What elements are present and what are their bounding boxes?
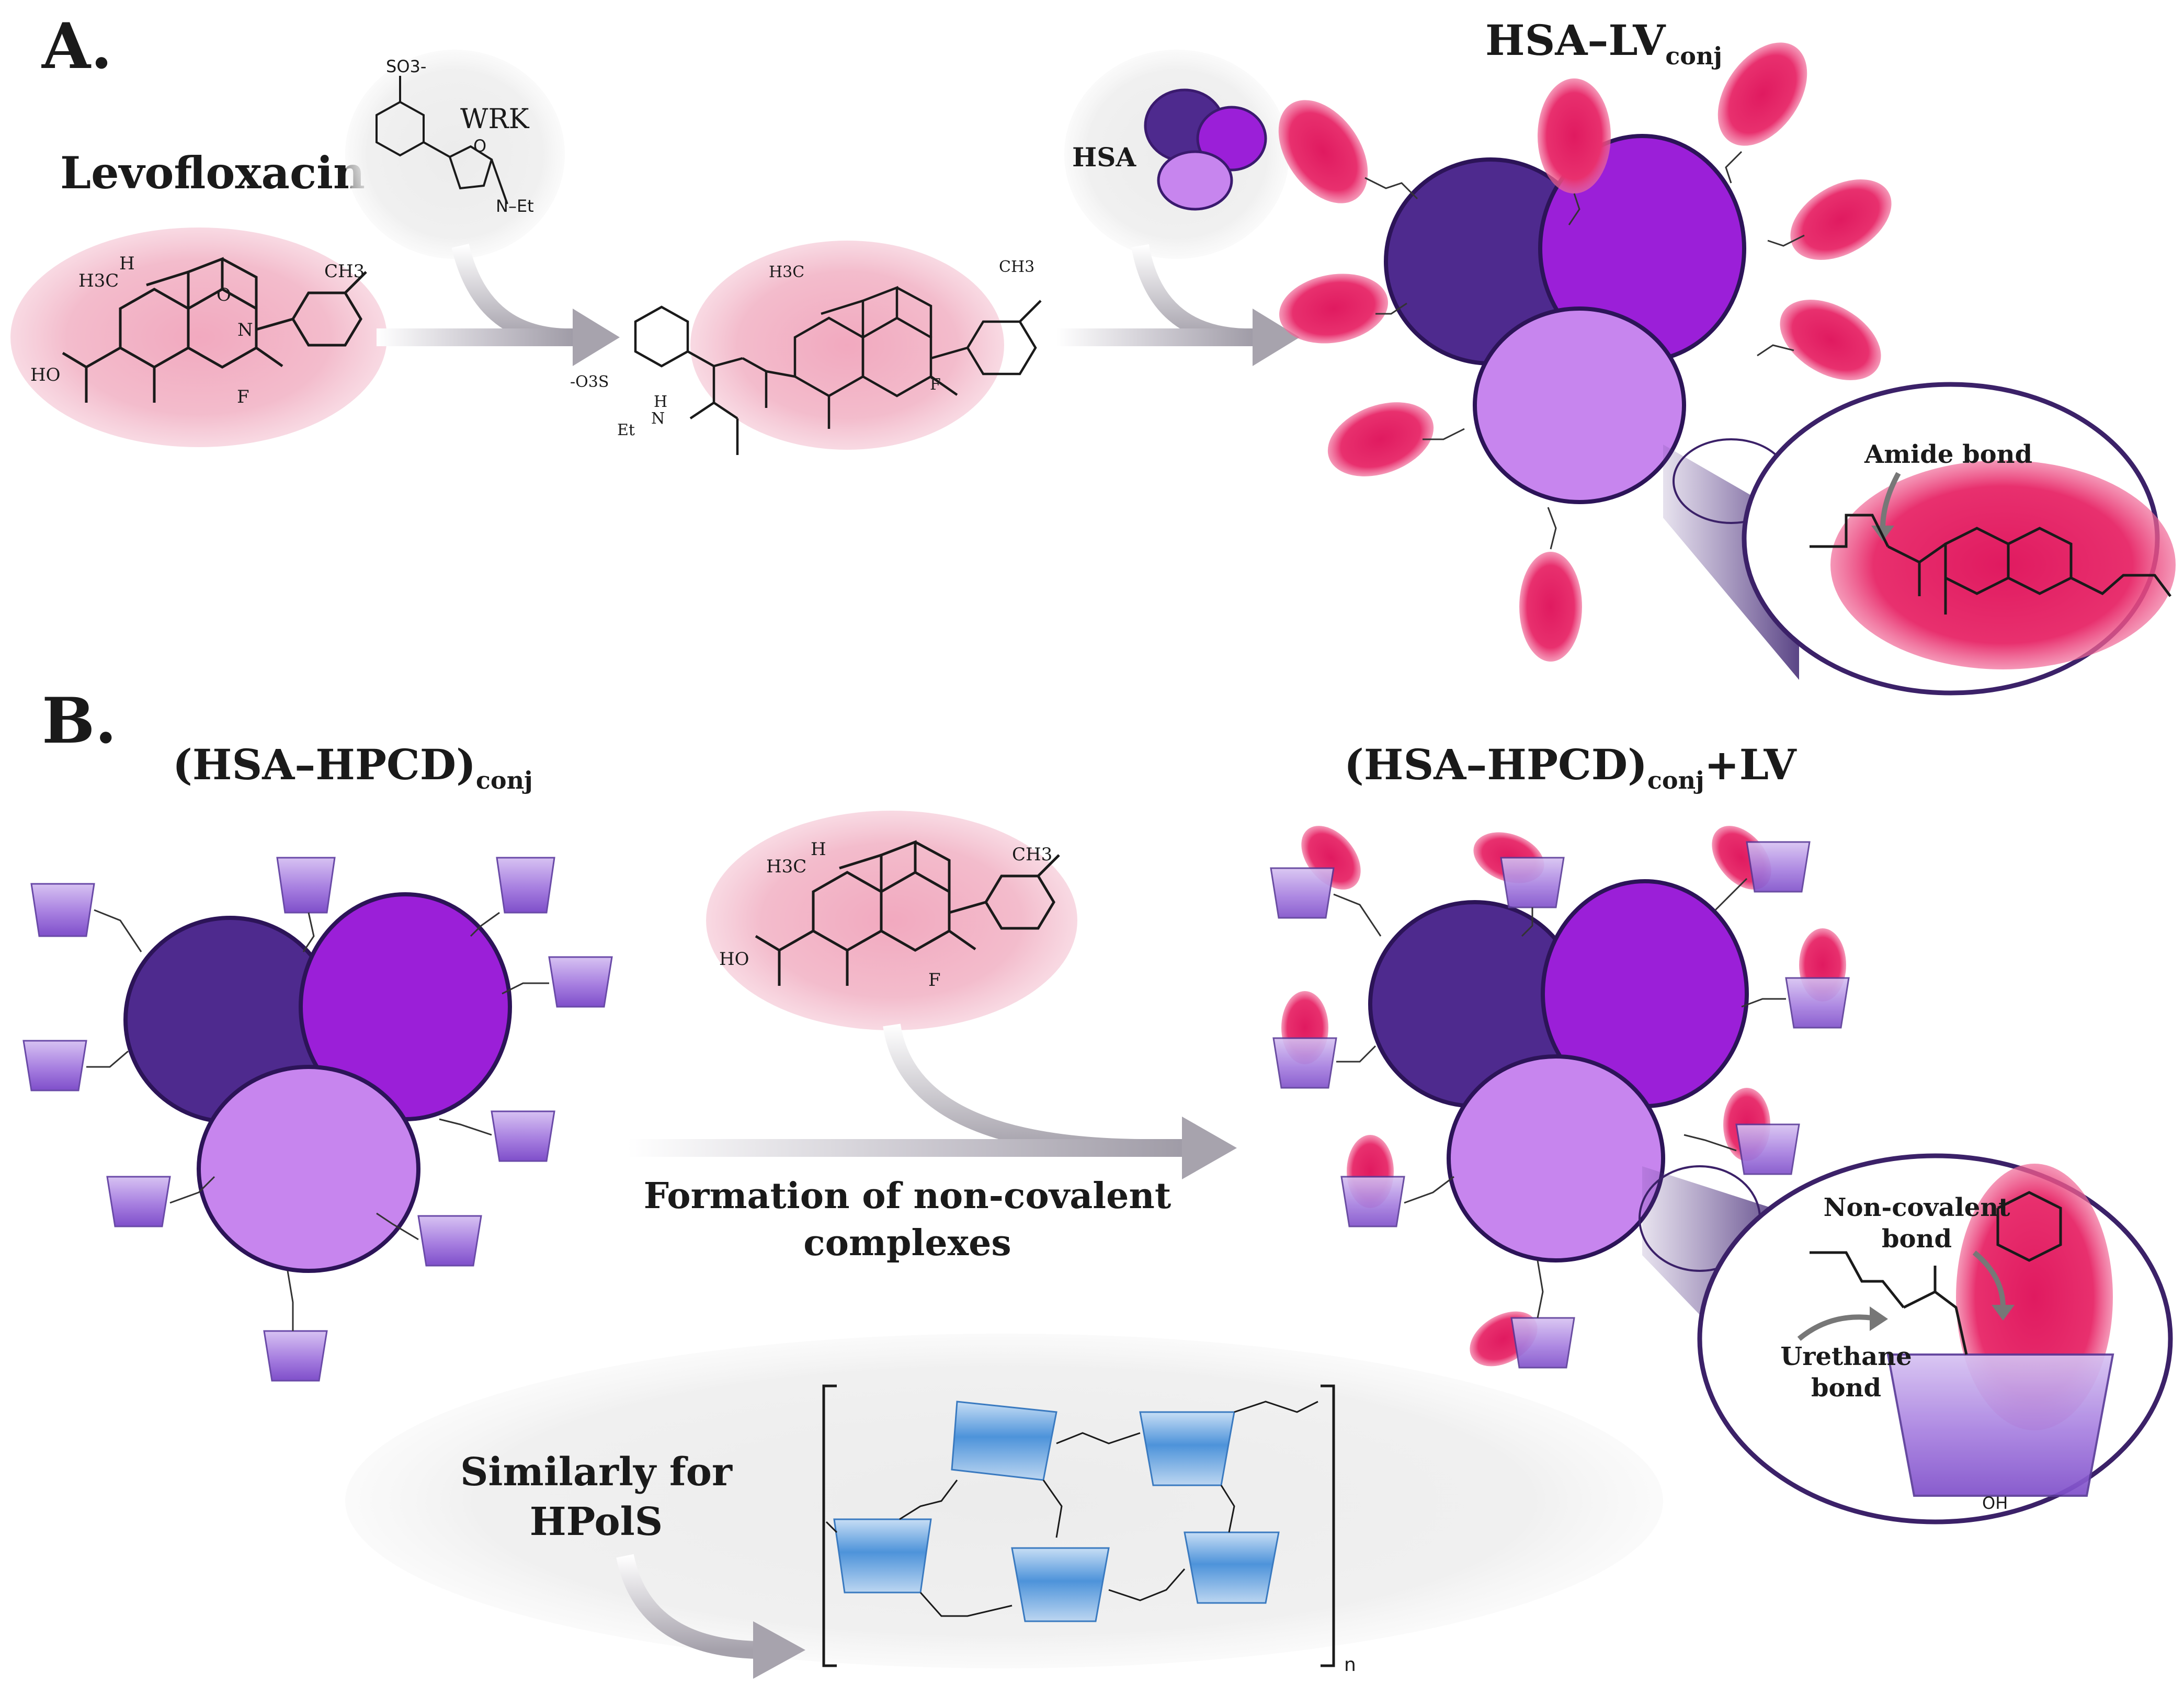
noncovalent-label-line1: Non-covalent <box>1824 1193 2010 1222</box>
intermediate-h: H <box>654 393 667 411</box>
lv-free-f: F <box>928 970 941 991</box>
atom-f: F <box>237 386 249 407</box>
wrk-curve-arrow <box>451 244 565 346</box>
hsa-hpcd-title-main: (HSA–HPCD) <box>173 740 476 789</box>
hsa-lv-linkers <box>1364 151 1805 550</box>
intermediate-structure <box>634 286 1042 455</box>
atom-h3c: H3C <box>78 270 119 291</box>
intermediate-h3c: H3C <box>769 263 804 281</box>
hpols-arrow-head <box>753 1621 805 1679</box>
hsa-lv-protein <box>1384 134 1746 504</box>
hsa-hpcd-title: (HSA–HPCD)conj <box>173 740 533 794</box>
hsa-hpcd-linkers <box>86 909 549 1331</box>
lv-curve-arrow <box>883 1023 1141 1157</box>
amide-bond-label: Amide bond <box>1864 440 2032 469</box>
arrow-caption-line1: Formation of non-covalent <box>644 1175 1171 1217</box>
hsa-hpcd-lv-title-sub: conj <box>1647 766 1704 794</box>
arrow-1-shaft <box>377 328 575 346</box>
levofloxacin-title: Levofloxacin <box>60 147 365 199</box>
intermediate-n: N <box>651 409 665 428</box>
noncovalent-label-line2: bond <box>1882 1224 1952 1254</box>
amide-zoom-structure <box>1810 514 2171 615</box>
urethane-label-line1: Urethane <box>1780 1342 1912 1371</box>
wrk-so3: SO3- <box>386 56 426 76</box>
wrk-o: O <box>473 136 486 156</box>
urethane-pointer <box>1797 1314 1873 1341</box>
lv-free-ho: HO <box>719 949 749 970</box>
hpols-linkers <box>825 1401 1318 1617</box>
intermediate-et: Et <box>617 421 635 439</box>
hsa-hpcd-lv-protein <box>1368 879 1749 1262</box>
urethane-label-line2: bond <box>1811 1373 1881 1403</box>
urethane-pointer-head <box>1870 1306 1888 1331</box>
noncovalent-zoom-cd <box>1886 1353 2114 1497</box>
lv-free-h3c: H3C <box>766 856 806 877</box>
arrow-caption-line2: complexes <box>803 1222 1011 1264</box>
noncovalent-pointer <box>1972 1250 2006 1308</box>
atom-ho: HO <box>30 365 61 385</box>
lv-free-structure <box>755 840 1060 986</box>
amide-zoom-drug-halo <box>1830 460 2176 669</box>
atom-n: N <box>237 320 253 340</box>
wrk-label: WRK <box>460 104 530 135</box>
atom-ch3: CH3 <box>324 261 365 282</box>
similarly-line2: HPolS <box>530 1499 663 1544</box>
noncovalent-pointer-head <box>1992 1305 2015 1321</box>
levofloxacin-atoms: H3C H O N CH3 HO F <box>30 253 365 407</box>
hsa-hpcd-title-sub: conj <box>476 766 533 794</box>
hsa-curve-arrow <box>1131 244 1245 346</box>
lv-free-halo <box>706 811 1077 1030</box>
panel-b-label: B. <box>42 684 117 758</box>
hsa-hpcd-lv-title-main: (HSA–HPCD) <box>1344 740 1647 789</box>
intermediate-so3: -O3S <box>570 373 609 391</box>
hsa-hpcd-protein <box>123 892 512 1273</box>
hsa-lv-title: HSA–LVconj <box>1485 16 1722 70</box>
levofloxacin-structure <box>62 257 367 403</box>
hpols-bracket <box>822 1384 1335 1667</box>
hsa-lv-title-sub: conj <box>1665 42 1722 70</box>
arrow-2-head <box>1253 309 1300 366</box>
hsa-hpcd-lv-title-suffix: +LV <box>1704 740 1798 789</box>
lv-free-ch3: CH3 <box>1012 844 1052 865</box>
lv-free-h: H <box>811 839 826 860</box>
hsa-hpcd-cyclodextrins <box>22 857 613 1382</box>
intermediate-halo <box>690 241 1004 450</box>
intermediate-atoms: -O3S Et N H H3C CH3 F <box>570 258 1034 439</box>
hpols-cyclodextrins <box>833 1401 1280 1622</box>
atom-h: H <box>119 253 135 274</box>
wrk-structure <box>376 76 508 204</box>
arrow-1-head <box>573 309 620 366</box>
intermediate-f: F <box>930 376 941 394</box>
panel-a-label: A. <box>41 9 112 83</box>
wrk-net: N–Et <box>496 196 534 216</box>
hsa-bubble-label: HSA <box>1072 142 1136 173</box>
hsa-hpcd-lv-cyclodextrins <box>1270 841 1850 1369</box>
atom-o: O <box>217 285 231 305</box>
lv-free-atoms: H3C H CH3 HO F <box>719 839 1052 991</box>
hpols-curve-arrow <box>616 1554 759 1659</box>
amide-bond-pointer <box>1880 472 1901 529</box>
intermediate-ch3: CH3 <box>999 258 1034 276</box>
noncovalent-zoom-structure <box>1810 1191 2062 1355</box>
levofloxacin-halo <box>10 227 387 447</box>
hsa-lv-title-main: HSA–LV <box>1485 16 1666 65</box>
hpols-bracket-n: n <box>1344 1654 1356 1676</box>
arrow-3-shaft <box>628 1139 1187 1157</box>
arrow-3-head <box>1182 1117 1237 1179</box>
hsa-lv-drugs <box>1278 42 1892 662</box>
hsa-hpcd-lv-title: (HSA–HPCD)conj+LV <box>1344 740 1797 794</box>
zoom-oh: OH <box>1982 1493 2008 1513</box>
hsa-mini-protein <box>1144 88 1267 211</box>
arrow-2-shaft <box>1056 328 1255 346</box>
hsa-hpcd-lv-linkers <box>1333 878 1786 1318</box>
similarly-line1: Similarly for <box>460 1450 733 1495</box>
